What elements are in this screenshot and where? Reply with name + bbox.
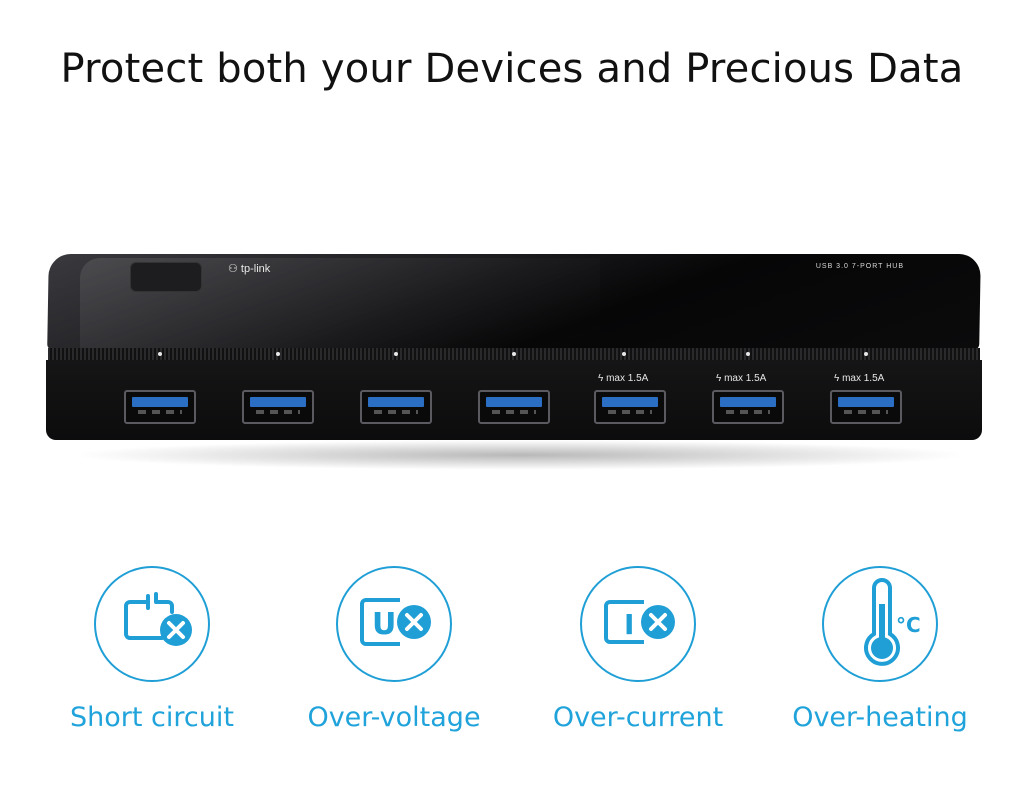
usb-port (360, 390, 432, 424)
led-indicator (394, 352, 398, 356)
lightning-icon: ϟ (716, 373, 725, 384)
svg-text:U: U (372, 607, 396, 642)
led-indicator (746, 352, 750, 356)
power-button (130, 262, 202, 292)
feature-label: Over-voltage (307, 702, 481, 733)
feature-short-circuit: Short circuit (32, 566, 272, 733)
charging-port-label: ϟ max 1.5A (834, 373, 885, 384)
feature-over-current: I Over-current (518, 566, 758, 733)
feature-icon-circle: °C (822, 566, 938, 682)
usb-port (124, 390, 196, 424)
lightning-icon: ϟ (834, 373, 843, 384)
svg-text:°C: °C (896, 613, 921, 637)
model-label: USB 3.0 7-PORT HUB (815, 263, 904, 270)
usb-port (712, 390, 784, 424)
feature-over-voltage: U Over-voltage (274, 566, 514, 733)
feature-label: Over-current (552, 702, 724, 733)
usb-port (478, 390, 550, 424)
feature-label: Over-heating (792, 702, 968, 733)
brand-name: tp-link (240, 263, 271, 275)
feature-label: Short circuit (70, 702, 234, 733)
lightning-icon: ϟ (598, 373, 607, 384)
short-circuit-icon (124, 592, 192, 646)
headline: Protect both your Devices and Precious D… (60, 46, 964, 92)
brand-logo: ⚇ tp-link (228, 262, 270, 275)
feature-icon-circle: U (336, 566, 452, 682)
usb-port (594, 390, 666, 424)
feature-over-heating: °C Over-heating (760, 566, 1000, 733)
led-indicator (276, 352, 280, 356)
svg-text:I: I (624, 608, 634, 641)
led-indicator (864, 352, 868, 356)
led-indicator (158, 352, 162, 356)
thermometer-icon: °C (864, 578, 921, 666)
usb-port (242, 390, 314, 424)
over-voltage-icon: U (360, 598, 431, 646)
led-indicator (622, 352, 626, 356)
usb-port (830, 390, 902, 424)
led-indicator (512, 352, 516, 356)
charging-port-label: ϟ max 1.5A (598, 373, 649, 384)
feature-icon-circle (94, 566, 210, 682)
usb-hub-image: ⚇ tp-link USB 3.0 7-PORT HUB ϟ max 1.5A … (0, 240, 1024, 480)
logo-mark-icon: ⚇ (228, 263, 241, 275)
feature-icon-circle: I (580, 566, 696, 682)
hub-shadow (70, 440, 970, 470)
over-current-icon: I (604, 600, 675, 644)
charging-port-label: ϟ max 1.5A (716, 373, 767, 384)
